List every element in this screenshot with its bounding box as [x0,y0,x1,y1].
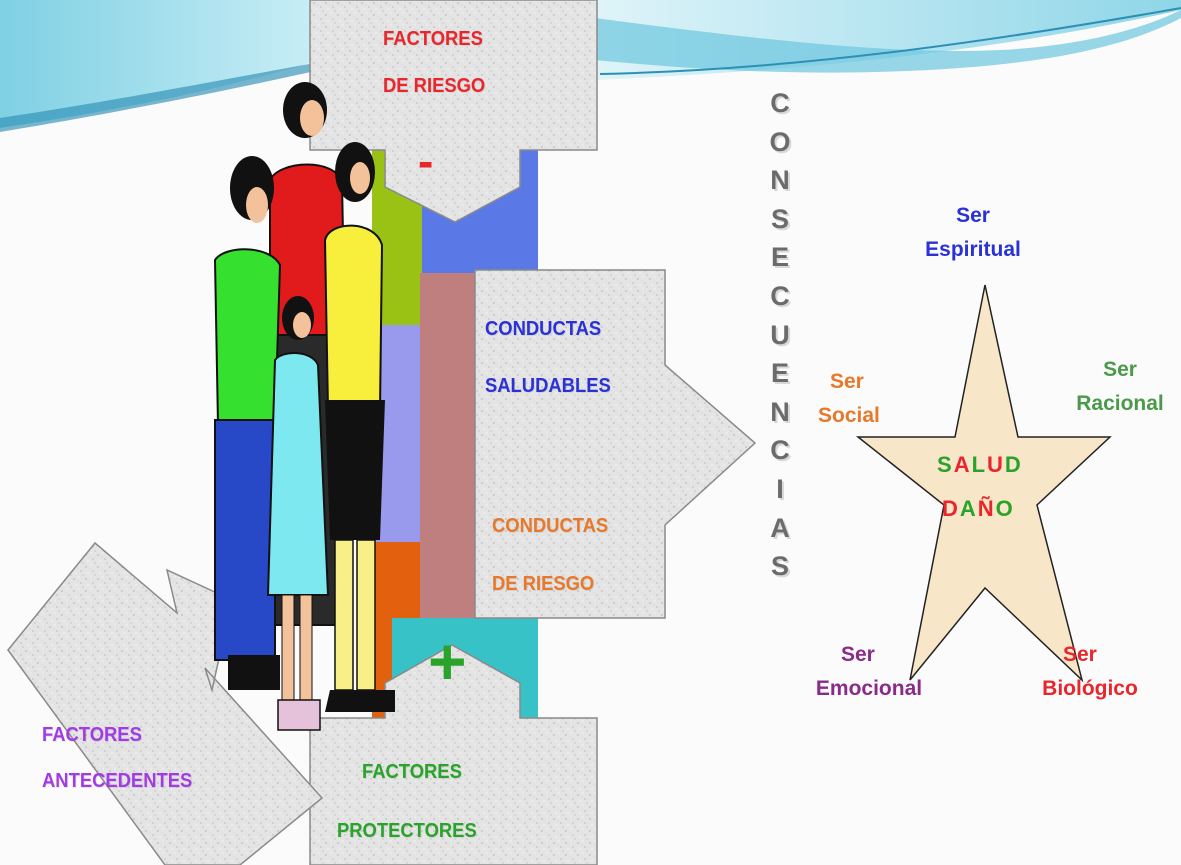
healthy-behaviors-line2: SALUDABLES [485,375,611,397]
consequences-letter: I [776,473,784,504]
consequences-letter: N [770,165,790,196]
header-wave-decoration [0,0,1181,132]
consequences-letter: A [770,512,790,543]
behaviors-arrow [474,269,757,619]
risk-factors-line1: FACTORES [383,28,483,50]
rational-label: Ser Racional [1076,358,1164,415]
consequences-letter: S [770,203,789,234]
consequences-letter: U [770,319,790,350]
risk-behaviors-line2: DE RIESGO [492,573,595,595]
protective-factors-arrow [309,644,598,865]
healthy-behaviors-line1: CONDUCTAS [485,318,602,340]
plus-sign: + [428,624,467,698]
consequences-letter: C [770,88,790,118]
background-factors-arrow [7,541,324,865]
risk-factors-line2: DE RIESGO [383,75,486,97]
minus-sign: - [418,135,434,187]
social-label: Ser Social [818,370,880,427]
consequences-vertical-word: C O N S E C U E N C I A S [760,88,800,590]
consequences-letter: O [769,126,791,157]
health-word: SALUD [937,452,1023,477]
consequences-letter: C [770,435,790,466]
protective-factors-line2: PROTECTORES [337,820,477,842]
consequences-letter: N [770,396,790,427]
health-star [855,284,1112,683]
risk-behaviors-line1: CONDUCTAS [492,515,609,537]
consequences-letter: C [770,280,790,311]
consequences-letter: E [770,242,789,273]
background-factors-line2: ANTECEDENTES [42,770,193,792]
consequences-letter: E [770,358,789,389]
emotional-label: Ser Emocional [815,643,923,700]
family-illustration [213,82,395,731]
spiritual-label: Ser Espiritual [925,204,1021,261]
consequences-letter: S [770,551,789,582]
biological-label: Ser Biológico [1042,643,1138,700]
background-factors-line1: FACTORES [42,724,142,746]
protective-factors-line1: FACTORES [362,761,462,783]
harm-word: DAÑO [942,496,1015,521]
